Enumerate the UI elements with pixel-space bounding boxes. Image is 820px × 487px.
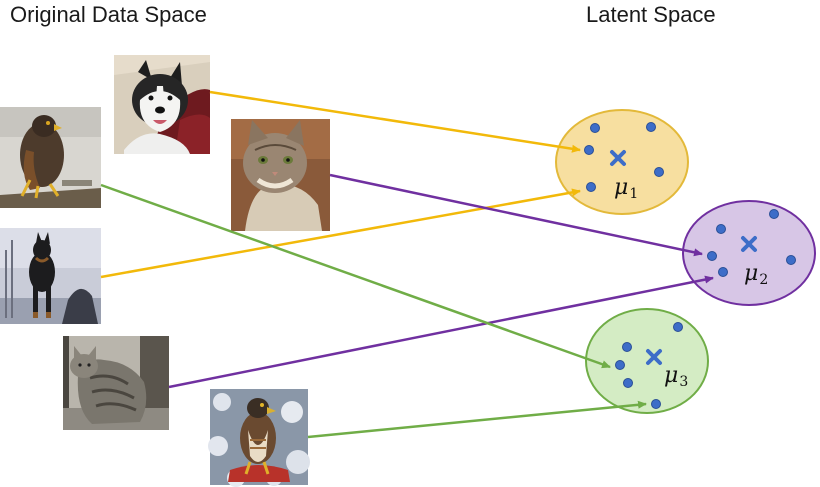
data-point (707, 251, 717, 261)
arrow-hawk-1-to-cluster-3 (100, 183, 611, 369)
data-point (590, 123, 600, 133)
data-point (646, 122, 656, 132)
arrow-hawk-2-to-cluster-3 (307, 400, 647, 439)
cluster-3-points (615, 322, 683, 409)
data-point (786, 255, 796, 265)
cluster-1-centroid-marker (610, 150, 626, 166)
data-point (584, 145, 594, 155)
cluster-3: μ3 (585, 308, 709, 414)
hawk-bird-1-image (0, 107, 101, 208)
cluster-2: μ2 (682, 200, 816, 306)
cluster-3-ellipse (585, 308, 709, 414)
cluster-2-points (707, 209, 796, 277)
original-data-space-heading: Original Data Space (10, 2, 207, 27)
cluster-3-label: μ3 (664, 363, 688, 390)
arrow-doberman-to-cluster-1 (100, 188, 581, 279)
cluster-1-points (584, 122, 664, 192)
cluster-2-centroid-marker (741, 236, 757, 252)
arrow-cat-1-to-cluster-2 (329, 173, 703, 257)
doberman-dog-image (0, 228, 101, 324)
data-point (718, 267, 728, 277)
tabby-cat-2-image (63, 336, 169, 430)
arrow-husky-to-cluster-1 (209, 90, 581, 153)
data-point (622, 342, 632, 352)
cluster-1-label: μ1 (614, 175, 638, 202)
data-point (673, 322, 683, 332)
husky-dog-image (114, 55, 210, 154)
cluster-3-centroid-marker (646, 349, 662, 365)
data-point (654, 167, 664, 177)
latent-space-heading: Latent Space (586, 2, 716, 27)
data-point (615, 360, 625, 370)
data-point (651, 399, 661, 409)
cluster-2-label: μ2 (744, 261, 768, 288)
cluster-2-ellipse (682, 200, 816, 306)
arrow-cat-2-to-cluster-2 (168, 275, 714, 389)
data-point (769, 209, 779, 219)
hawk-bird-2-image (208, 389, 310, 487)
tabby-cat-1-image (231, 119, 330, 231)
data-point (623, 378, 633, 388)
cluster-1: μ1 (555, 109, 689, 215)
data-point (716, 224, 726, 234)
data-point (586, 182, 596, 192)
